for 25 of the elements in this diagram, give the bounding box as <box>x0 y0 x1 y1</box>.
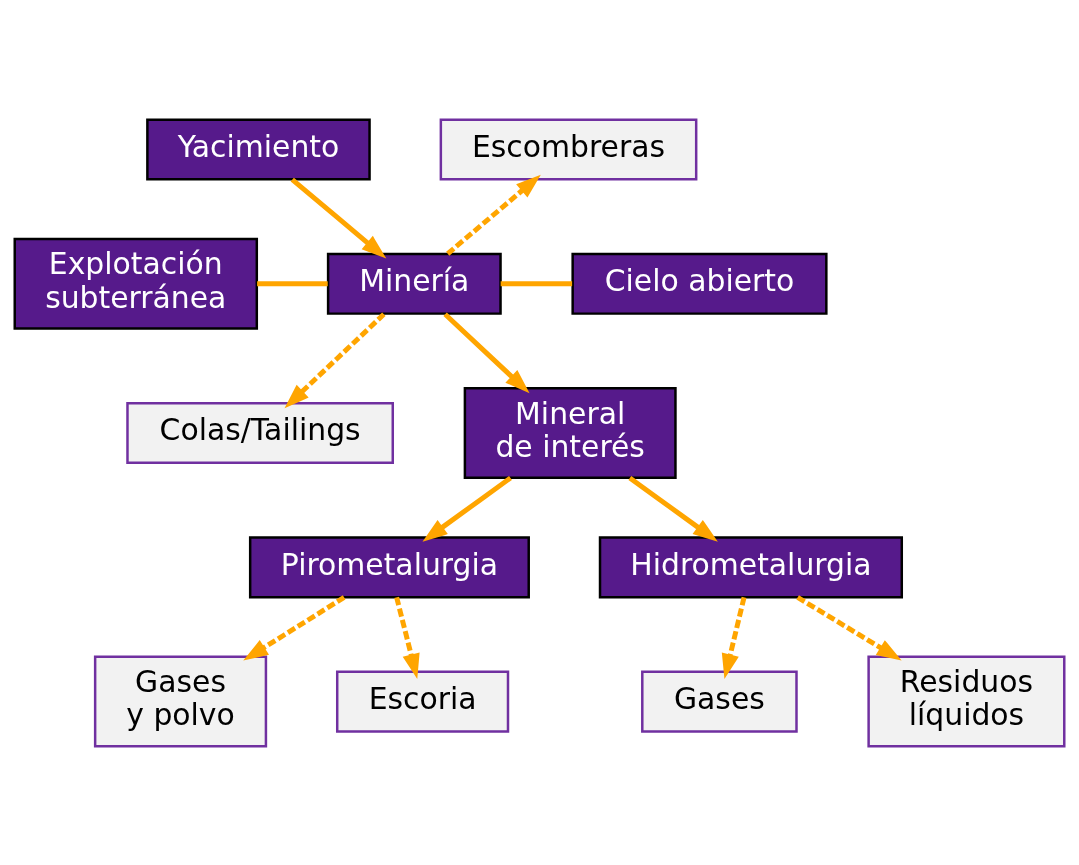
node-box: Hidrometalurgia <box>598 535 904 598</box>
connector <box>500 280 573 286</box>
node-box: Colas/Tailings <box>126 401 394 464</box>
arrow <box>443 311 530 393</box>
node-box: Residuos líquidos <box>867 655 1066 748</box>
node-box: Explotación subterránea <box>13 237 259 330</box>
arrow <box>796 594 902 661</box>
node-box: Cielo abierto <box>571 252 828 315</box>
node-box: Pirometalurgia <box>248 535 530 598</box>
node-box: Escoria <box>335 670 510 733</box>
connector <box>257 280 328 286</box>
node-box: Gases y polvo <box>93 655 268 748</box>
arrow <box>628 475 718 542</box>
node-box: Gases <box>641 670 798 733</box>
arrow <box>422 475 512 542</box>
arrow <box>721 596 747 679</box>
arrow <box>243 594 346 661</box>
node-box: Mineral de interés <box>463 386 677 479</box>
arrow <box>394 596 420 679</box>
arrow <box>284 311 386 408</box>
node-box: Yacimiento <box>146 117 371 181</box>
arrow <box>446 174 541 256</box>
arrow <box>290 177 387 259</box>
node-box: Minería <box>326 252 502 315</box>
node-box: Escombreras <box>439 117 698 181</box>
